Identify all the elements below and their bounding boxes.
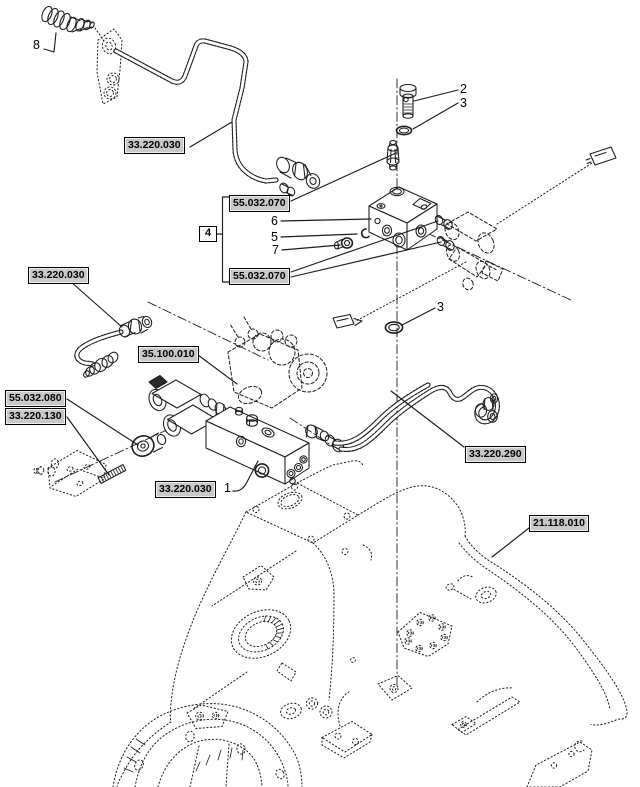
ref-box-hose-right[interactable]: 33.220.290 [465, 446, 526, 463]
housing-bore [230, 609, 292, 659]
ref-box-valve[interactable]: 33.220.030 [155, 481, 216, 498]
hose-33-220-290 [332, 382, 500, 453]
adapter-55-032-080 [131, 432, 167, 457]
bracket-4-group [215, 196, 230, 283]
leader-hose-right [390, 390, 465, 448]
mount-bracket-reference [33, 450, 107, 497]
ref-box-hose-left[interactable]: 33.220.030 [28, 267, 89, 284]
connector-mid [332, 313, 363, 329]
stud-33-220-130 [97, 464, 127, 484]
leader-7 [281, 244, 341, 251]
callout-3-mid: 3 [437, 300, 444, 314]
leader-hose-left [69, 280, 123, 328]
tube-33-220-030 [113, 38, 279, 184]
part-5-clip [360, 228, 370, 239]
leader-stud [66, 416, 110, 476]
ref-box-fitting-bottom[interactable]: 55.032.070 [229, 268, 290, 285]
callout-2: 2 [460, 82, 467, 96]
ref-box-fitting-top[interactable]: 55.032.070 [229, 195, 290, 212]
housing-21-118-010-reference [112, 460, 628, 787]
tube-elbow-fitting [276, 156, 321, 197]
callout-7: 7 [272, 243, 279, 257]
callout-8: 8 [33, 38, 40, 52]
leader-8 [43, 32, 57, 53]
leader-6 [280, 218, 372, 222]
wire-top [496, 162, 593, 225]
leader-housing [491, 527, 530, 558]
part-7-plug-screw [333, 237, 354, 250]
leader-55032070-bot-b [290, 241, 442, 278]
ref-box-pump[interactable]: 35.100.010 [138, 346, 199, 363]
connector-top [585, 146, 617, 166]
assembly-axis-dots [94, 27, 105, 42]
centerline-hose-fitting-axis [289, 417, 335, 448]
leader-5 [280, 233, 358, 238]
leader-pump [197, 354, 238, 385]
leader-1 [232, 460, 259, 492]
leader-2 [413, 89, 459, 102]
solenoid-nipples [434, 215, 455, 251]
part-3-seal-mid [384, 321, 404, 334]
callout-3-top: 3 [460, 96, 467, 110]
ref-box-stud[interactable]: 33.220.130 [5, 408, 66, 425]
pump-35-100-010-reference [227, 316, 328, 409]
leader-tube-top [189, 121, 233, 148]
part-2-plug [399, 83, 417, 119]
ref-box-tube-top[interactable]: 33.220.030 [124, 137, 185, 154]
leader-lines [43, 32, 530, 558]
sensor-bracket-reference [96, 28, 123, 105]
part-1-brake-valve [148, 374, 310, 485]
leader-3-mid [401, 307, 436, 326]
solenoid-wiring [355, 162, 593, 322]
ref-box-adapter[interactable]: 55.032.080 [5, 390, 66, 407]
leader-adapter [66, 398, 139, 446]
callout-1: 1 [224, 481, 231, 495]
wire-bottom [355, 261, 467, 322]
leader-55032070-top [290, 152, 397, 202]
fitting-55-032-070 [386, 139, 400, 171]
centerline-left-hose-axis [147, 301, 269, 361]
part-3-seal-top [395, 125, 413, 136]
part-4-valve-block [368, 186, 438, 251]
ref-box-housing[interactable]: 21.118.010 [529, 515, 589, 532]
housing-bolt-plate-holes [404, 614, 448, 653]
callout-5: 5 [271, 230, 278, 244]
part-8-sensor [41, 5, 105, 42]
leader-55032070-bot-a [290, 220, 439, 273]
hose-33-220-030-left [74, 315, 153, 378]
callout-4-box: 4 [199, 226, 217, 242]
callout-6: 6 [271, 214, 278, 228]
leader-3-top [412, 102, 459, 130]
centerline-solenoid-axis [411, 225, 574, 302]
solenoid-valve-reference [444, 211, 504, 291]
